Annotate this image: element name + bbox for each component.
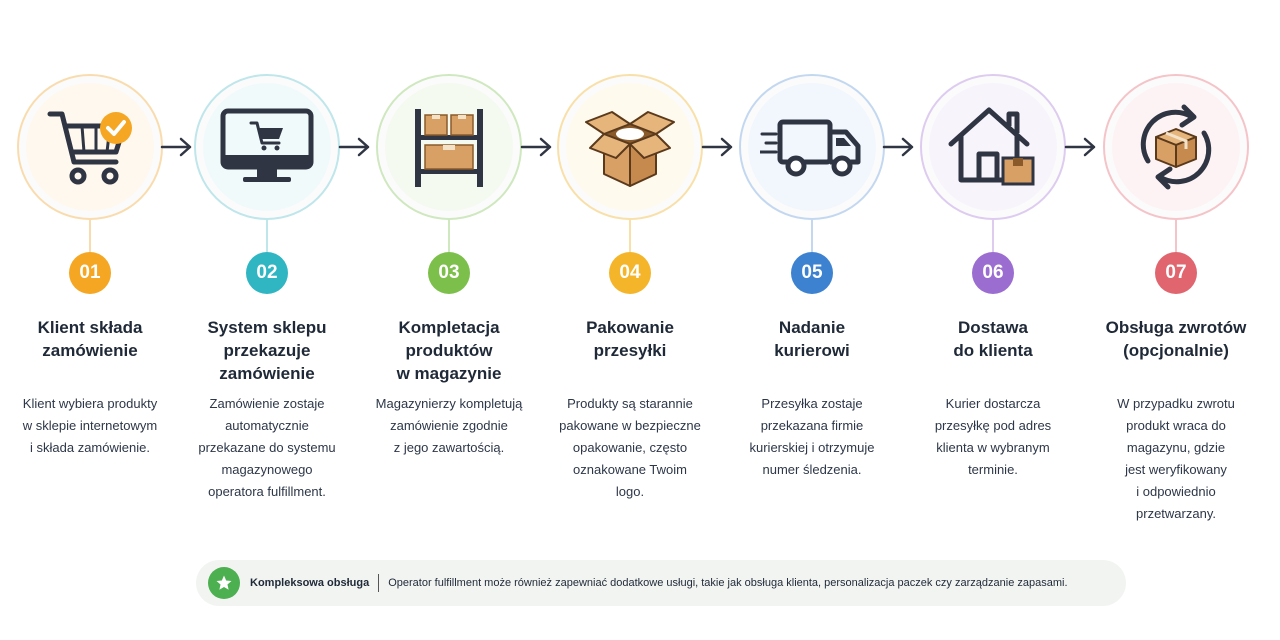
step-icon-circle	[17, 74, 163, 220]
step-title: Dostawa do klienta	[953, 318, 1033, 360]
step-description: Przesyłka zostaje przekazana firmie kuri…	[749, 396, 875, 477]
step-number: 07	[1155, 252, 1197, 294]
step-number: 02	[246, 252, 288, 294]
note-text: Operator fulfillment może również zapewn…	[388, 577, 1068, 589]
note-divider	[378, 574, 380, 592]
connector-line	[811, 220, 813, 252]
step-01: 01 Klient składa zamówienie Klient wybie…	[0, 0, 180, 540]
step-title: Nadanie kurierowi	[774, 318, 850, 360]
arrow-right-icon	[160, 137, 192, 157]
step-icon-circle	[194, 74, 340, 220]
step-title: Pakowanie przesyłki	[586, 318, 674, 360]
step-06: 06 Dostawa do klienta Kurier dostarcza p…	[903, 0, 1083, 540]
connector-line	[266, 220, 268, 252]
info-note: Kompleksowa obsługa Operator fulfillment…	[196, 560, 1126, 606]
arrow-right-icon	[338, 137, 370, 157]
step-title: System sklepu przekazuje zamówienie	[207, 318, 327, 383]
step-title: Klient składa zamówienie	[37, 318, 143, 360]
arrow-right-icon	[1064, 137, 1096, 157]
step-description: Klient wybiera produkty w sklepie intern…	[22, 396, 158, 455]
star-icon	[208, 567, 240, 599]
step-number: 01	[69, 252, 111, 294]
step-title: Kompletacja produktów w magazynie	[396, 318, 502, 383]
step-number: 04	[609, 252, 651, 294]
step-description: Zamówienie zostaje automatycznie przekaz…	[198, 396, 336, 499]
connector-line	[629, 220, 631, 252]
step-description: W przypadku zwrotu produkt wraca do maga…	[1117, 396, 1235, 521]
step-title: Obsługa zwrotów (opcjonalnie)	[1105, 318, 1247, 360]
connector-line	[448, 220, 450, 252]
step-icon-circle	[557, 74, 703, 220]
return-box-icon	[1140, 104, 1212, 190]
monitor-cart-icon	[220, 108, 314, 182]
note-title: Kompleksowa obsługa	[250, 577, 370, 589]
step-number: 06	[972, 252, 1014, 294]
step-02: 02 System sklepu przekazuje zamówienie Z…	[177, 0, 357, 540]
step-icon-circle	[376, 74, 522, 220]
step-number: 03	[428, 252, 470, 294]
warehouse-shelf-icon	[415, 109, 483, 187]
step-description: Kurier dostarcza przesyłkę pod adres kli…	[934, 396, 1052, 477]
step-icon-circle	[920, 74, 1066, 220]
arrow-right-icon	[701, 137, 733, 157]
arrow-right-icon	[520, 137, 552, 157]
step-07: 07 Obsługa zwrotów (opcjonalnie) W przyp…	[1086, 0, 1266, 540]
step-icon-circle	[1103, 74, 1249, 220]
connector-line	[992, 220, 994, 252]
step-05: 05 Nadanie kurierowi Przesyłka zostaje p…	[722, 0, 902, 540]
connector-line	[1175, 220, 1177, 252]
step-description: Produkty są starannie pakowane w bezpiec…	[559, 396, 701, 499]
step-03: 03 Kompletacja produktów w magazynie Mag…	[359, 0, 539, 540]
step-icon-circle	[739, 74, 885, 220]
open-box-icon	[585, 111, 675, 187]
step-04: 04 Pakowanie przesyłki Produkty są stara…	[540, 0, 720, 540]
connector-line	[89, 220, 91, 252]
step-description: Magazynierzy kompletują zamówienie zgodn…	[375, 396, 523, 455]
arrow-right-icon	[882, 137, 914, 157]
step-number: 05	[791, 252, 833, 294]
house-package-icon	[948, 107, 1035, 186]
delivery-truck-icon	[760, 119, 861, 177]
cart-check-icon	[47, 111, 132, 185]
